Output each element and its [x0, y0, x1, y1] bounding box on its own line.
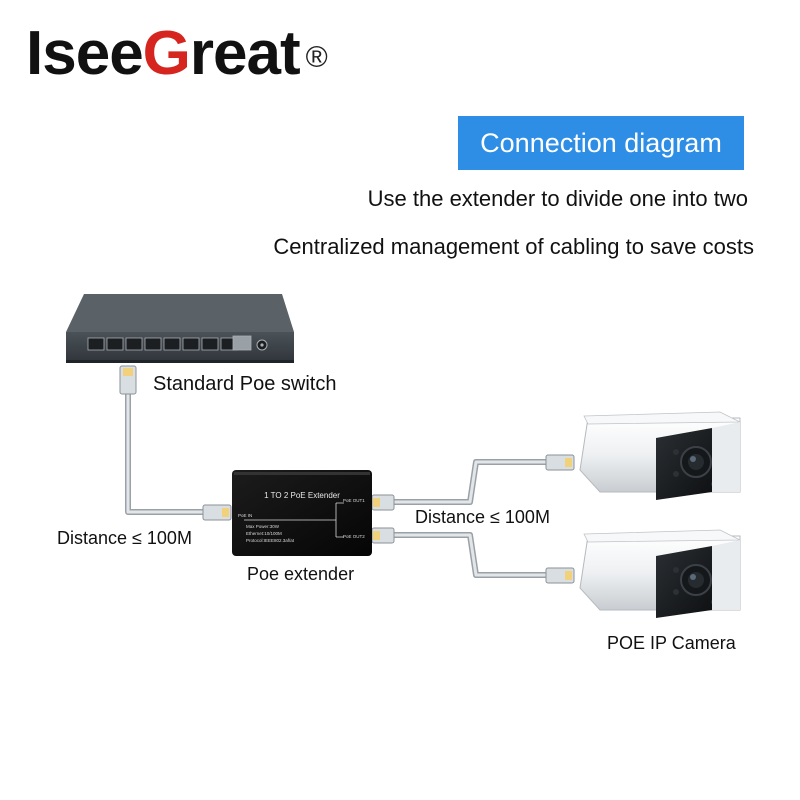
- rj45-plug-camera1: [545, 454, 575, 471]
- extender-port-out2: PoE OUT2: [343, 534, 365, 539]
- poe-switch-icon: [66, 294, 294, 363]
- rj45-plug-extender-out2: [371, 527, 395, 544]
- rj45-plug-switch: [119, 365, 137, 395]
- distance-label-right: Distance ≤ 100M: [415, 507, 550, 527]
- rj45-plug-extender-out1: [371, 494, 395, 511]
- ip-camera-icon: [579, 411, 741, 500]
- extender-label: Poe extender: [247, 564, 355, 584]
- distance-label-left: Distance ≤ 100M: [57, 528, 192, 548]
- camera-label: POE IP Camera: [607, 633, 736, 653]
- cables: [125, 389, 551, 578]
- logo-suffix: reat: [189, 19, 301, 88]
- connection-diagram-banner: Connection diagram: [458, 116, 744, 170]
- registered-mark: ®: [305, 41, 328, 74]
- extender-spec-ethernet: Ethernet:10/100M: [246, 531, 282, 536]
- cable-switch-to-extender: [125, 389, 206, 515]
- extender-port-in: PoE IN: [238, 513, 252, 518]
- extender-port-out1: PoE OUT1: [343, 498, 365, 503]
- rj45-plug-extender-in: [202, 504, 232, 521]
- extender-spec-power: Max Power:30W: [246, 524, 280, 529]
- extender-title: 1 TO 2 PoE Extender: [264, 491, 340, 500]
- rj45-plug-camera2: [545, 567, 575, 584]
- ip-camera-icon: [579, 529, 741, 618]
- extender-spec-protocol: Protocol:IEEE802.3af/at: [246, 538, 295, 543]
- brand-logo: IseeGreat®: [26, 14, 328, 94]
- switch-label: Standard Poe switch: [153, 373, 337, 395]
- tagline-cabling: Centralized management of cabling to sav…: [273, 234, 754, 259]
- poe-extender-icon: 1 TO 2 PoE Extender PoE IN PoE OUT1 PoE …: [232, 470, 372, 556]
- logo-prefix: Isee: [26, 19, 144, 88]
- logo-accent-letter: G: [142, 19, 191, 88]
- tagline-divide: Use the extender to divide one into two: [367, 186, 748, 211]
